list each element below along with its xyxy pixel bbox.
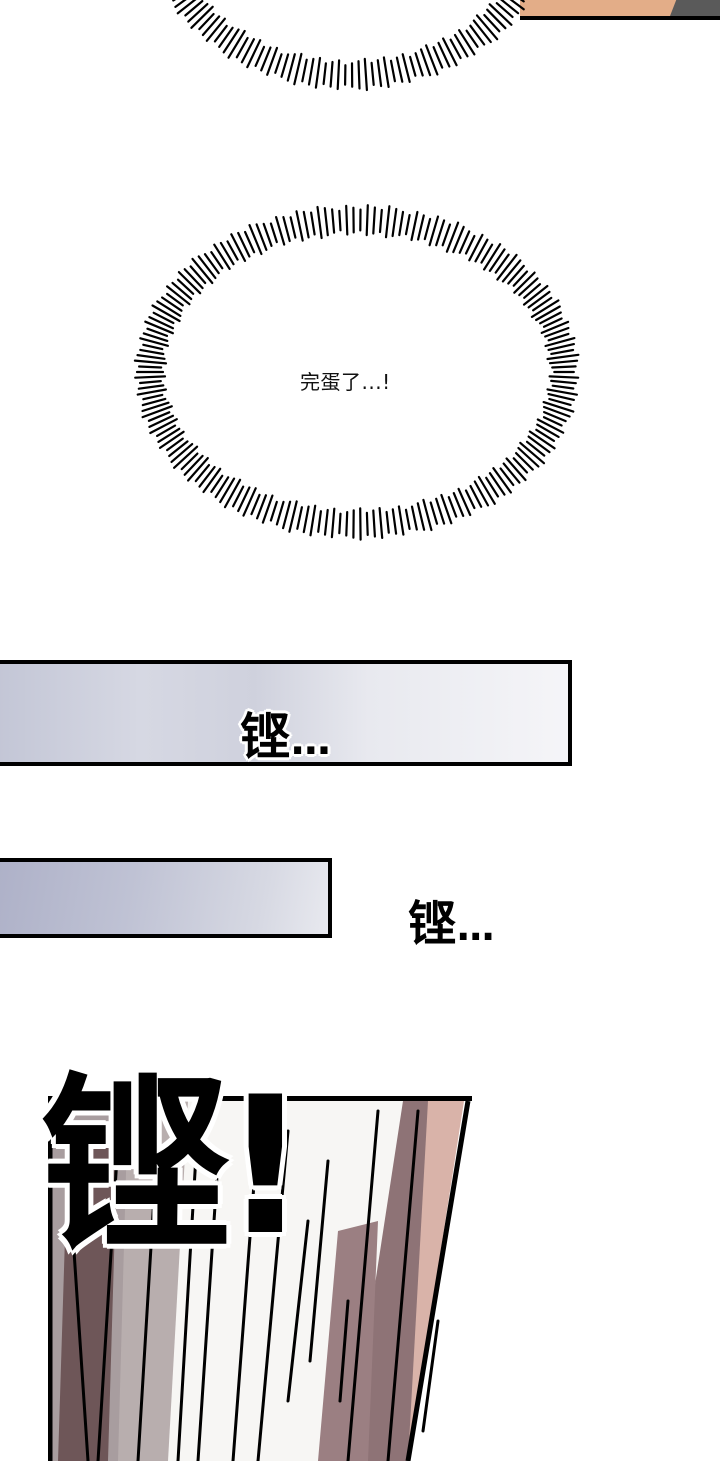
sfx-dots: ... [456, 905, 493, 949]
thought-bubble-text: 完蛋了...! [300, 366, 391, 395]
sfx-clang-small-1: 铿... [240, 712, 330, 762]
sfx-clang-small-2: 铿... [408, 900, 493, 948]
sfx-dots: ... [290, 718, 330, 764]
sfx-char: 铿 [240, 708, 290, 766]
sfx-clang-large: 铿! [40, 1072, 301, 1262]
gradient-strip-panel-2 [0, 858, 332, 938]
sfx-char: 铿 [408, 896, 456, 952]
thought-bubble [0, 0, 720, 600]
